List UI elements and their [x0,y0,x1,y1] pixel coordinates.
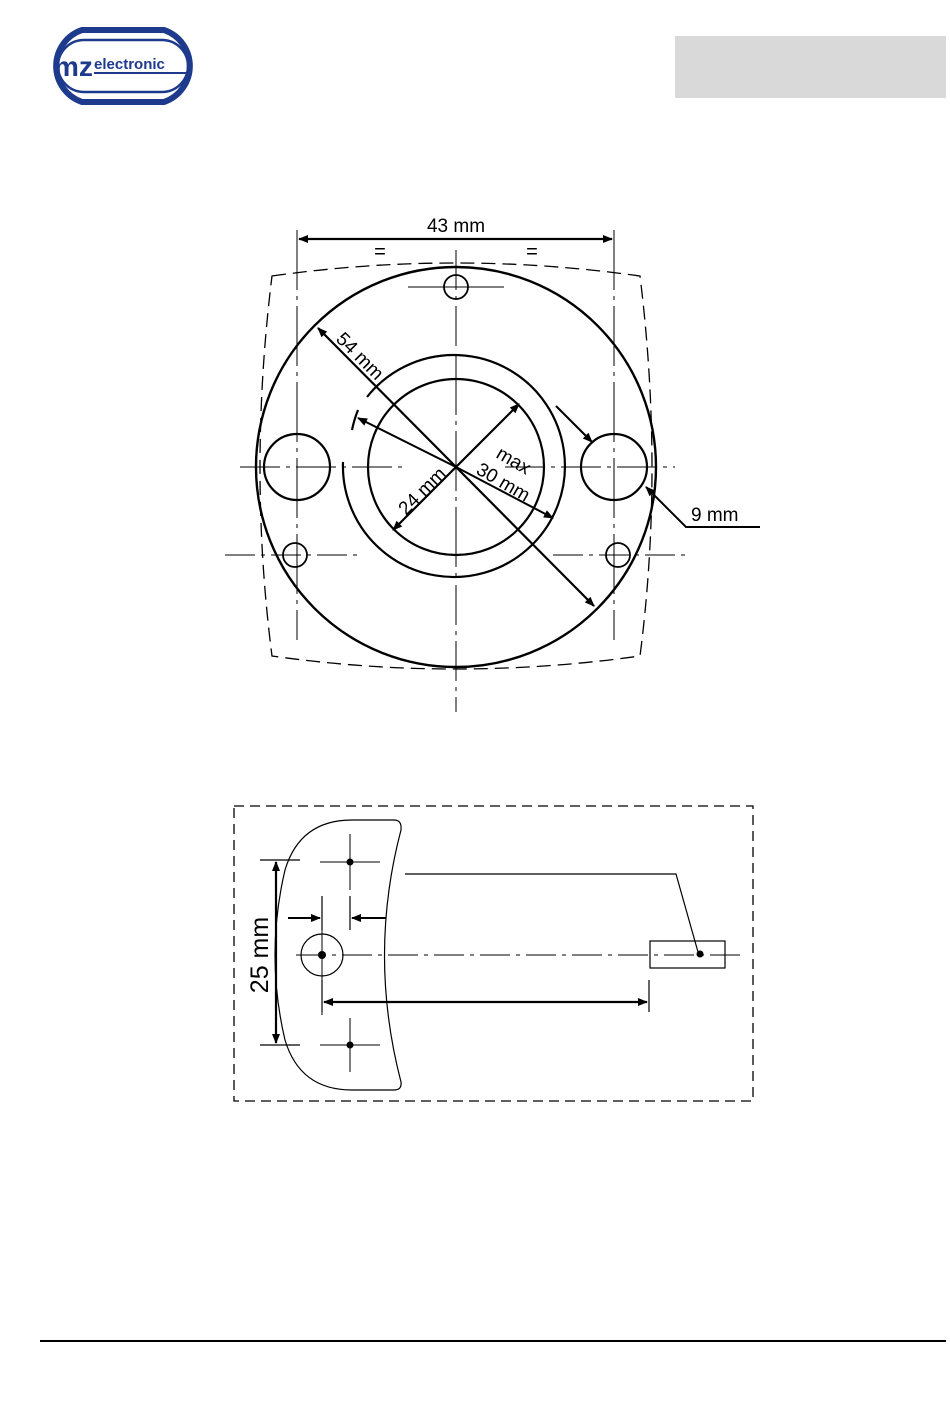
footer-rule [40,1340,946,1342]
side-center-lines [296,834,740,1072]
dim-43-equal-left: = [374,241,386,263]
side-view-frame [234,806,753,1101]
sensor-leader [405,874,698,952]
dim-43-label: 43 mm [427,216,485,237]
dim-9-label: 9 mm [691,505,739,526]
top-view: 43 mm = = 54 mm 24 mm max 30 mm 9 mm [225,216,760,712]
dim-24-label: 24 mm [395,464,451,520]
dim-43-equal-right: = [526,241,538,263]
side-view: 25 mm [234,806,753,1101]
outer-ring-arc-left [352,410,358,430]
dim-30-line-a [358,418,456,467]
dim-25-label: 25 mm [246,917,274,993]
dim-54-label: 54 mm [331,329,387,385]
center-lines [225,230,688,712]
